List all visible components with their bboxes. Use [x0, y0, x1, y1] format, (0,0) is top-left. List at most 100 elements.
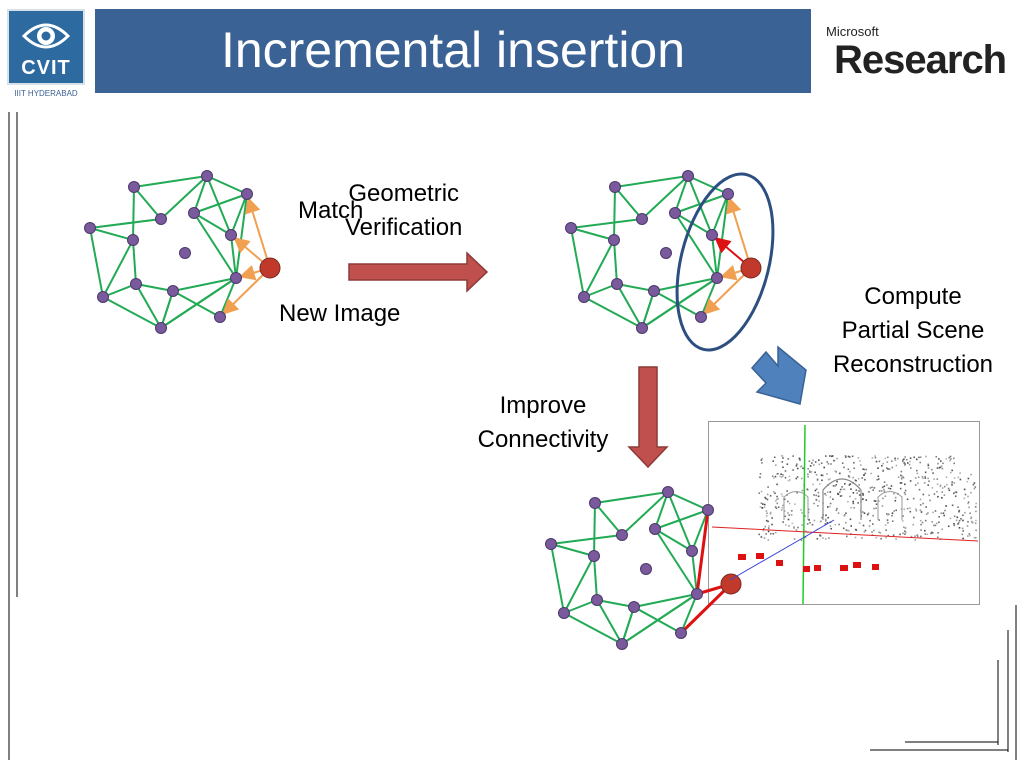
graph-edge — [680, 593, 698, 634]
graph-edge — [674, 175, 689, 214]
blue-diagonal-arrow — [750, 345, 807, 405]
compute-line-3: Reconstruction — [832, 351, 994, 378]
graph-node — [675, 627, 687, 639]
graph-node — [565, 222, 577, 234]
graph-node — [636, 213, 648, 225]
graph-node — [578, 291, 590, 303]
slide-border-lines — [8, 112, 1017, 760]
graph-edge — [674, 212, 718, 279]
reconstruction-axes — [711, 424, 979, 605]
improve-line-2: Connectivity — [477, 426, 609, 453]
graph-edge — [550, 543, 595, 557]
graph-edge — [613, 239, 618, 285]
graph-edge — [667, 491, 709, 511]
graph-edge — [633, 593, 698, 608]
graph-edge — [621, 593, 698, 645]
graph-node — [589, 497, 601, 509]
graph-edge — [193, 212, 237, 279]
point-cloud — [758, 455, 977, 542]
graph-node — [225, 229, 237, 241]
graph-edge — [160, 175, 208, 220]
right-arrow — [348, 251, 489, 293]
new-image-node — [720, 573, 742, 595]
improve-line-1: Improve — [499, 392, 587, 419]
graph-edge — [654, 491, 669, 530]
graph-node — [97, 291, 109, 303]
graph-edge — [614, 186, 643, 220]
cvit-logo — [7, 9, 85, 85]
graph-edge — [593, 555, 598, 601]
graph-edge — [135, 283, 162, 329]
eye-icon — [22, 23, 70, 49]
graph-node — [188, 207, 200, 219]
graph-improved-connectivity — [545, 486, 742, 650]
graph-node — [155, 322, 167, 334]
graph-node — [686, 545, 698, 557]
graph-node — [608, 234, 620, 246]
compute-line-2: Partial Scene — [841, 317, 985, 344]
graph-edge — [172, 277, 237, 292]
graph-edge — [641, 277, 718, 329]
graph-edge — [563, 555, 595, 614]
graph-edge — [711, 193, 729, 236]
match-edge — [703, 267, 752, 315]
graph-edge — [654, 509, 709, 530]
graph-edge — [102, 296, 162, 329]
graph-node — [128, 181, 140, 193]
graph-edge — [89, 227, 134, 241]
graph-edge — [691, 509, 709, 552]
graph-node — [155, 213, 167, 225]
match-label: Match — [298, 197, 364, 224]
graph-edge — [594, 502, 623, 536]
graph-node — [591, 594, 603, 606]
graph-edge — [641, 175, 689, 220]
graph-edge — [89, 227, 104, 298]
graph-edge — [613, 186, 616, 241]
graph-node — [545, 538, 557, 550]
verified-edge — [695, 509, 710, 595]
graph-node — [649, 523, 661, 535]
graph-node — [611, 278, 623, 290]
graph-node — [636, 322, 648, 334]
graph-edge — [674, 212, 713, 236]
graph-edge — [160, 290, 174, 329]
page-title: Incremental insertion — [220, 22, 686, 78]
graph-edge — [193, 193, 248, 214]
graph-edge — [570, 227, 615, 241]
graph-before-insertion — [84, 170, 281, 334]
graph-edge — [621, 606, 635, 645]
graph-edge — [614, 175, 689, 188]
graph-edge — [654, 528, 698, 595]
graph-node — [127, 234, 139, 246]
graph-node — [609, 181, 621, 193]
graph-edge — [653, 277, 718, 292]
graph-node — [702, 504, 714, 516]
graph-node — [662, 486, 674, 498]
graph-edge — [583, 296, 643, 329]
down-arrow — [627, 366, 669, 469]
graph-edge — [563, 612, 623, 645]
graph-edge — [593, 502, 596, 557]
graph-edge — [616, 283, 655, 292]
reconstruction-panel — [708, 421, 980, 605]
graph-edge — [133, 175, 208, 188]
sponsor-big-text: Research — [834, 38, 1007, 82]
graph-node — [640, 563, 652, 575]
graph-node — [588, 550, 600, 562]
graph-edge — [550, 543, 565, 614]
graph-edge — [616, 283, 643, 329]
graph-edge — [160, 277, 237, 329]
match-edge — [725, 196, 752, 269]
compute-line-1: Compute — [864, 283, 962, 310]
compute-reconstruction-label: Compute Partial Scene Reconstruction — [816, 280, 1010, 382]
verified-edge — [679, 582, 733, 635]
graph-node — [682, 170, 694, 182]
sponsor-small-text: Microsoft — [826, 24, 879, 39]
geometric-line: Geometric — [348, 180, 460, 207]
graph-node — [695, 311, 707, 323]
graph-edge — [132, 186, 135, 241]
new-image-node — [740, 257, 762, 279]
graph-node — [84, 222, 96, 234]
match-edge — [244, 196, 271, 269]
graph-node — [669, 207, 681, 219]
